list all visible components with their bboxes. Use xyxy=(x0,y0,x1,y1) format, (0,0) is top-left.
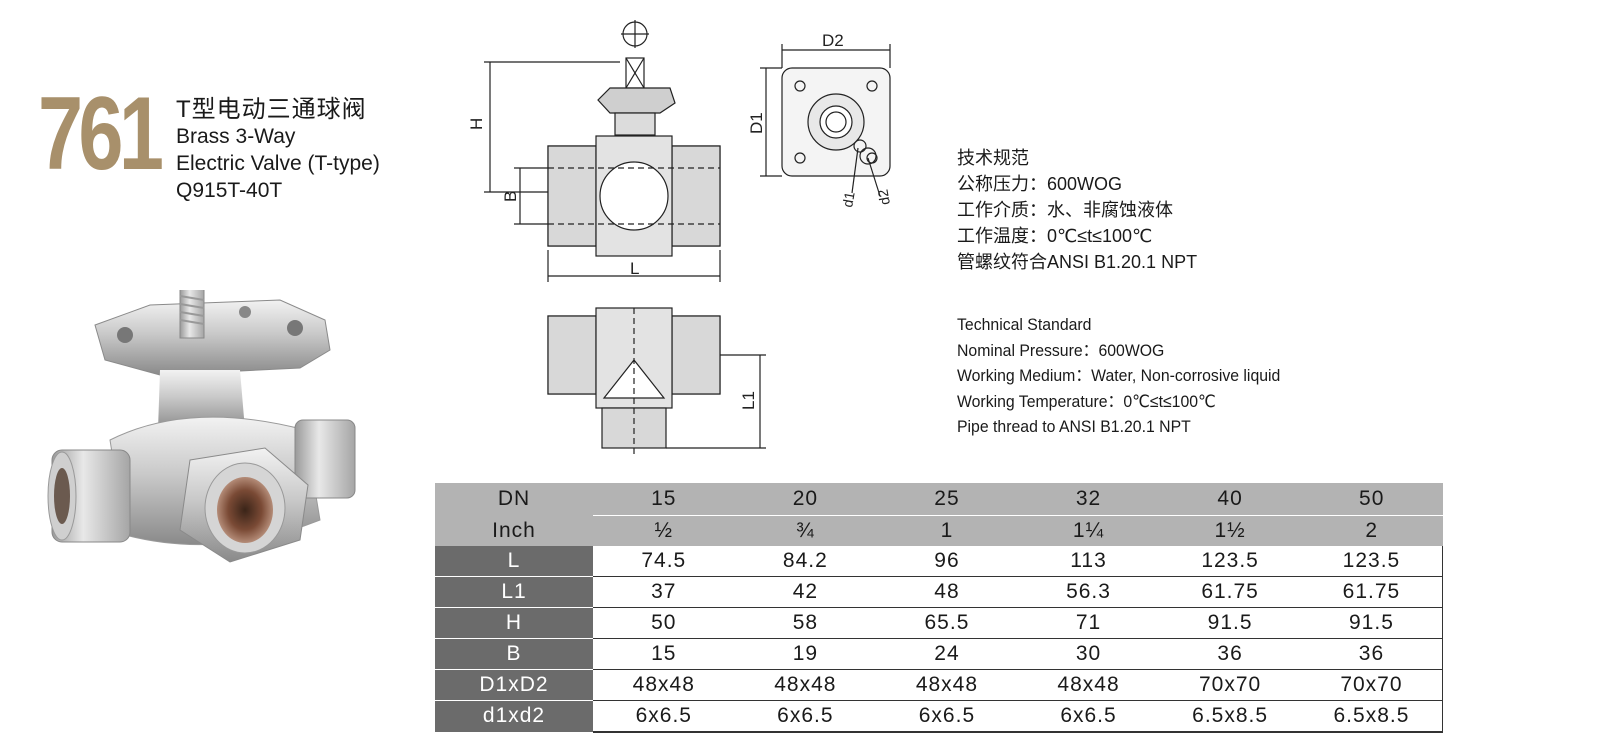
header-cell: 1¼ xyxy=(1017,515,1160,546)
header-cell: 25 xyxy=(876,483,1018,516)
table-cell: 61.75 xyxy=(1159,576,1301,608)
title-chinese: T型电动三通球阀 xyxy=(176,96,367,123)
title-english-line-1: Brass 3-Way xyxy=(176,125,296,148)
table-row: L 74.5 84.2 96 113 123.5 123.5 xyxy=(435,546,1443,577)
spec-cn-pressure: 公称压力：600WOG xyxy=(957,174,1123,194)
table-cell: 70x70 xyxy=(1159,669,1301,701)
table-cell: 71 xyxy=(1017,607,1160,639)
spec-en-pressure: Nominal Pressure：600WOG xyxy=(957,340,1165,360)
table-cell: 15 xyxy=(593,638,735,670)
table-cell: 48x48 xyxy=(1017,669,1160,701)
label-D2: D2 xyxy=(822,31,844,50)
row-label: d1xd2 xyxy=(435,700,593,733)
row-label: D1xD2 xyxy=(435,669,593,701)
spec-english: Technical Standard Nominal Pressure：600W… xyxy=(957,312,1280,440)
table-cell: 70x70 xyxy=(1300,669,1443,701)
header-cell: ¾ xyxy=(734,515,877,546)
table-cell: 48x48 xyxy=(734,669,877,701)
table-cell: 61.75 xyxy=(1300,576,1443,608)
dimension-table: DN 15 20 25 32 40 50 Inch ½ ¾ 1 1¼ 1½ 2 … xyxy=(435,483,1443,733)
header-cell: 1½ xyxy=(1159,515,1301,546)
label-d1: d1 xyxy=(839,190,857,208)
header-label: DN xyxy=(435,483,593,516)
spec-en-medium: Working Medium：Water, Non-corrosive liqu… xyxy=(957,366,1281,385)
table-cell: 50 xyxy=(593,607,735,639)
table-cell: 6x6.5 xyxy=(876,700,1018,733)
table-header-row-inch: Inch ½ ¾ 1 1¼ 1½ 2 xyxy=(435,515,1443,546)
table-cell: 91.5 xyxy=(1159,607,1301,639)
table-row: d1xd2 6x6.5 6x6.5 6x6.5 6x6.5 6.5x8.5 6.… xyxy=(435,700,1443,733)
header-cell: 1 xyxy=(876,515,1018,546)
table-cell: 65.5 xyxy=(876,607,1018,639)
table-cell: 6x6.5 xyxy=(734,700,877,733)
table-cell: 113 xyxy=(1017,546,1160,577)
spec-cn-temperature: 工作温度：0℃≤t≤100℃ xyxy=(957,226,1153,246)
model-number: 761 xyxy=(38,76,164,192)
table-cell: 6x6.5 xyxy=(1017,700,1160,733)
label-L: L xyxy=(630,259,639,278)
header-cell: 15 xyxy=(593,483,735,516)
header-cell: 50 xyxy=(1300,483,1443,516)
row-label: L1 xyxy=(435,576,593,608)
table-cell: 96 xyxy=(876,546,1018,577)
spec-cn-title: 技术规范 xyxy=(957,148,1029,168)
table-cell: 36 xyxy=(1159,638,1301,670)
table-cell: 48x48 xyxy=(876,669,1018,701)
table-header-row-dn: DN 15 20 25 32 40 50 xyxy=(435,483,1443,516)
table-row: B 15 19 24 30 36 36 xyxy=(435,638,1443,670)
spec-en-thread: Pipe thread to ANSI B1.20.1 NPT xyxy=(957,417,1191,436)
label-H: H xyxy=(470,118,486,130)
label-d2: d2 xyxy=(874,188,892,206)
title-english-line-2: Electric Valve (T-type) xyxy=(176,152,380,175)
product-code: Q915T-40T xyxy=(176,179,283,202)
table-cell: 58 xyxy=(734,607,877,639)
table-cell: 19 xyxy=(734,638,877,670)
header-label: Inch xyxy=(435,515,593,546)
row-label: B xyxy=(435,638,593,670)
row-label: H xyxy=(435,607,593,639)
header-cell: 20 xyxy=(734,483,877,516)
label-D1: D1 xyxy=(747,112,766,134)
spec-cn-thread: 管螺纹符合ANSI B1.20.1 NPT xyxy=(957,252,1198,272)
product-title: T型电动三通球阀 Brass 3-Way Electric Valve (T-t… xyxy=(176,96,380,204)
spec-en-temperature: Working Temperature：0℃≤t≤100℃ xyxy=(957,391,1216,411)
header-cell: ½ xyxy=(593,515,735,546)
spec-en-title: Technical Standard xyxy=(957,315,1092,334)
table-cell: 6x6.5 xyxy=(593,700,735,733)
spec-chinese: 技术规范 公称压力：600WOG 工作介质：水、非腐蚀液体 工作温度：0℃≤t≤… xyxy=(957,145,1197,275)
table-cell: 48 xyxy=(876,576,1018,608)
table-cell: 42 xyxy=(734,576,877,608)
row-label: L xyxy=(435,546,593,577)
table-cell: 123.5 xyxy=(1159,546,1301,577)
table-cell: 56.3 xyxy=(1017,576,1160,608)
technical-drawing: H B L L1 D2 D1 d1 d2 xyxy=(470,20,893,454)
table-cell: 24 xyxy=(876,638,1018,670)
table-cell: 6.5x8.5 xyxy=(1300,700,1443,733)
label-L1: L1 xyxy=(739,391,758,410)
table-cell: 84.2 xyxy=(734,546,877,577)
valve-photo xyxy=(47,290,356,563)
table-cell: 123.5 xyxy=(1300,546,1443,577)
header-cell: 32 xyxy=(1017,483,1160,516)
header-cell: 2 xyxy=(1300,515,1443,546)
table-cell: 74.5 xyxy=(593,546,735,577)
table-cell: 48x48 xyxy=(593,669,735,701)
table-cell: 91.5 xyxy=(1300,607,1443,639)
table-row: L1 37 42 48 56.3 61.75 61.75 xyxy=(435,576,1443,608)
table-row: H 50 58 65.5 71 91.5 91.5 xyxy=(435,607,1443,639)
label-B: B xyxy=(501,191,520,202)
header-cell: 40 xyxy=(1159,483,1301,516)
spec-cn-medium: 工作介质：水、非腐蚀液体 xyxy=(957,200,1173,220)
table-cell: 36 xyxy=(1300,638,1443,670)
table-cell: 6.5x8.5 xyxy=(1159,700,1301,733)
table-cell: 37 xyxy=(593,576,735,608)
table-row: D1xD2 48x48 48x48 48x48 48x48 70x70 70x7… xyxy=(435,669,1443,701)
table-cell: 30 xyxy=(1017,638,1160,670)
